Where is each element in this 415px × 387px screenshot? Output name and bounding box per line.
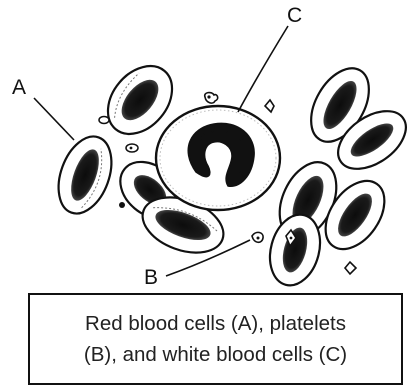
caption-line-1: Red blood cells (A), platelets	[85, 308, 346, 339]
leader-line-a	[34, 98, 74, 140]
blood-cells-diagram: A B C	[0, 0, 415, 290]
label-b: B	[144, 266, 158, 289]
platelet	[119, 202, 125, 208]
white-blood-cell	[156, 106, 280, 210]
caption-box: Red blood cells (A), platelets (B), and …	[28, 293, 403, 385]
label-c: C	[287, 4, 302, 27]
caption-line-2: (B), and white blood cells (C)	[84, 339, 347, 370]
label-a: A	[12, 76, 26, 99]
leader-line-c	[238, 26, 288, 112]
red-blood-cell	[49, 129, 121, 221]
platelet	[205, 93, 218, 104]
platelet	[265, 100, 274, 112]
platelet	[252, 232, 263, 242]
platelet	[99, 117, 109, 124]
platelet	[345, 262, 356, 274]
platelet	[126, 144, 138, 152]
